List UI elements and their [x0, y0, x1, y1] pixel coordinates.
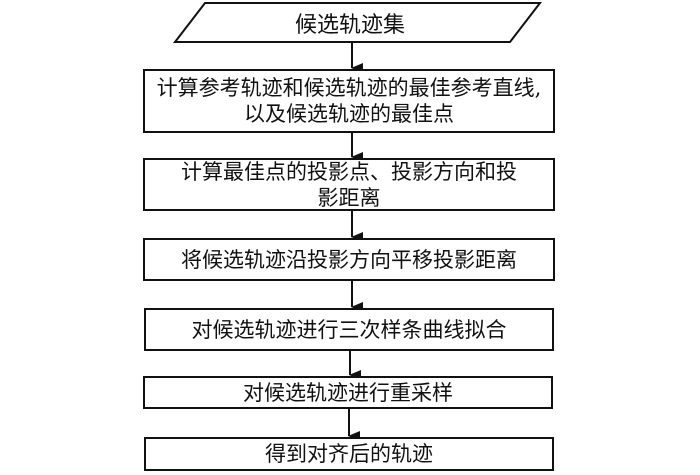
step-5-label: 对候选轨迹进行重采样	[243, 380, 453, 405]
step-6-box: 得到对齐后的轨迹	[144, 437, 554, 471]
step-1-box: 计算参考轨迹和候选轨迹的最佳参考直线,以及候选轨迹的最佳点	[143, 69, 555, 133]
input-parallelogram	[172, 1, 543, 43]
step-5-box: 对候选轨迹进行重采样	[143, 376, 553, 409]
step-2-label: 计算最佳点的投影点、投影方向和投影距离	[181, 159, 517, 210]
step-4-box: 对候选轨迹进行三次样条曲线拟合	[144, 308, 554, 351]
step-4-label: 对候选轨迹进行三次样条曲线拟合	[191, 317, 507, 342]
step-3-label: 将候选轨迹沿投影方向平移投影距离	[181, 247, 517, 272]
step-6-label: 得到对齐后的轨迹	[265, 442, 433, 466]
step-1-label: 计算参考轨迹和候选轨迹的最佳参考直线,以及候选轨迹的最佳点	[156, 76, 542, 126]
step-2-box: 计算最佳点的投影点、投影方向和投影距离	[143, 158, 555, 211]
input-node-label: 候选轨迹集	[294, 13, 405, 38]
step-3-box: 将候选轨迹沿投影方向平移投影距离	[143, 238, 555, 281]
